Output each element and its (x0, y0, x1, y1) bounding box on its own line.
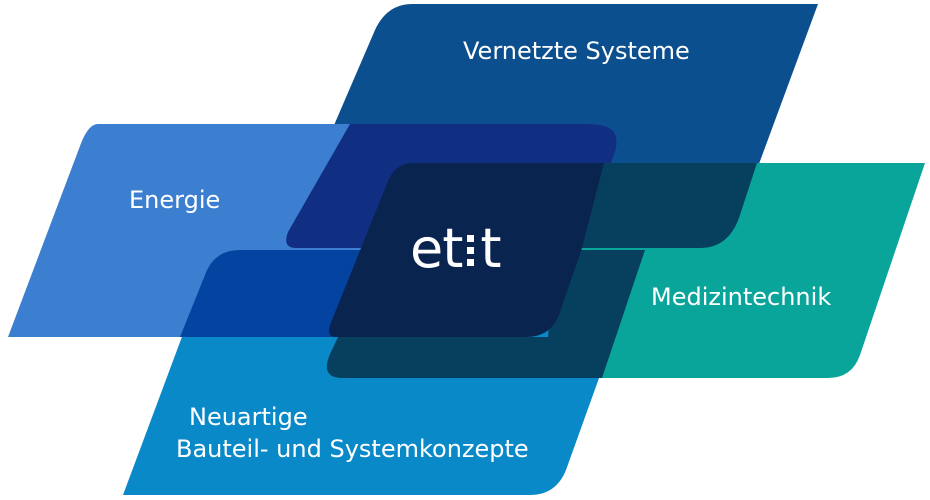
colon-dots-icon (465, 229, 477, 269)
label-energie: Energie (129, 186, 221, 214)
logo-text-right: t (480, 217, 501, 280)
logo-text-left: et (410, 217, 463, 280)
overlap-vernetzte-medizin (572, 163, 757, 248)
label-neuartige-line2: Bauteil- und Systemkonzepte (176, 435, 529, 463)
overlap-center (328, 163, 604, 337)
label-neuartige-line1: Neuartige (189, 403, 308, 431)
label-medizintechnik: Medizintechnik (651, 283, 832, 311)
label-vernetzte-systeme: Vernetzte Systeme (463, 37, 690, 65)
